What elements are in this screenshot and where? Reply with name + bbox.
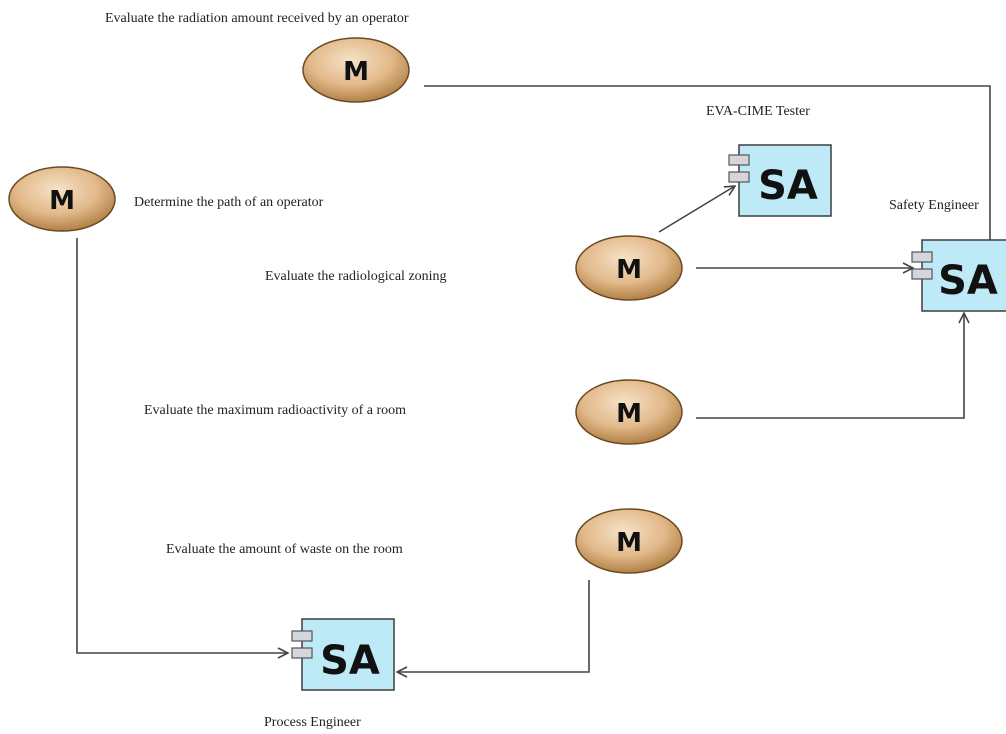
agent-label-safety-engineer: Safety Engineer	[889, 198, 979, 213]
agent-node-eva-cime-tester[interactable]: SA	[728, 144, 832, 217]
method-label-max-radioactivity: Evaluate the maximum radioactivity of a …	[144, 403, 407, 418]
component-tab-icon	[291, 630, 313, 642]
method-label-operator-path: Determine the path of an operator	[134, 195, 324, 210]
connector-waste-to-process	[397, 580, 590, 672]
method-ellipse	[575, 379, 683, 445]
method-node-radiation-amount[interactable]: M	[302, 37, 410, 103]
method-ellipse	[575, 235, 683, 301]
connector-zoning-to-tester	[658, 186, 735, 233]
component-tab-icon	[728, 154, 750, 166]
component-tab-icon	[911, 268, 933, 280]
method-node-radiological-zoning[interactable]: M	[575, 235, 683, 301]
method-label-radiological-zoning: Evaluate the radiological zoning	[265, 269, 447, 284]
agent-box	[301, 618, 395, 691]
agent-badge-text: SA	[320, 638, 380, 684]
method-node-waste-amount[interactable]: M	[575, 508, 683, 574]
method-badge-text: M	[616, 255, 642, 285]
method-ellipse	[8, 166, 116, 232]
connector-maxradio-to-safety	[696, 313, 964, 419]
agent-node-process-engineer[interactable]: SA	[291, 618, 395, 691]
method-label-waste-amount: Evaluate the amount of waste on the room	[166, 542, 403, 557]
method-badge-text: M	[616, 399, 642, 429]
method-ellipse	[575, 508, 683, 574]
method-badge-text: M	[616, 528, 642, 558]
connector-radiation-to-safety	[424, 85, 990, 267]
component-tab-icon	[728, 171, 750, 183]
component-tab-icon	[291, 647, 313, 659]
method-label-radiation-amount: Evaluate the radiation amount received b…	[105, 11, 409, 26]
agent-badge-text: SA	[938, 258, 998, 304]
agent-label-eva-cime-tester: EVA-CIME Tester	[706, 104, 810, 119]
method-node-operator-path[interactable]: M	[8, 166, 116, 232]
component-tab-icon	[911, 251, 933, 263]
connectors	[76, 85, 990, 672]
connector-path-to-process	[76, 238, 288, 653]
method-badge-text: M	[49, 186, 75, 216]
agent-node-safety-engineer[interactable]: SA	[911, 239, 1006, 312]
agent-label-process-engineer: Process Engineer	[264, 715, 361, 730]
method-badge-text: M	[343, 57, 369, 87]
method-ellipse	[302, 37, 410, 103]
agent-badge-text: SA	[758, 163, 818, 209]
method-node-max-radioactivity[interactable]: M	[575, 379, 683, 445]
